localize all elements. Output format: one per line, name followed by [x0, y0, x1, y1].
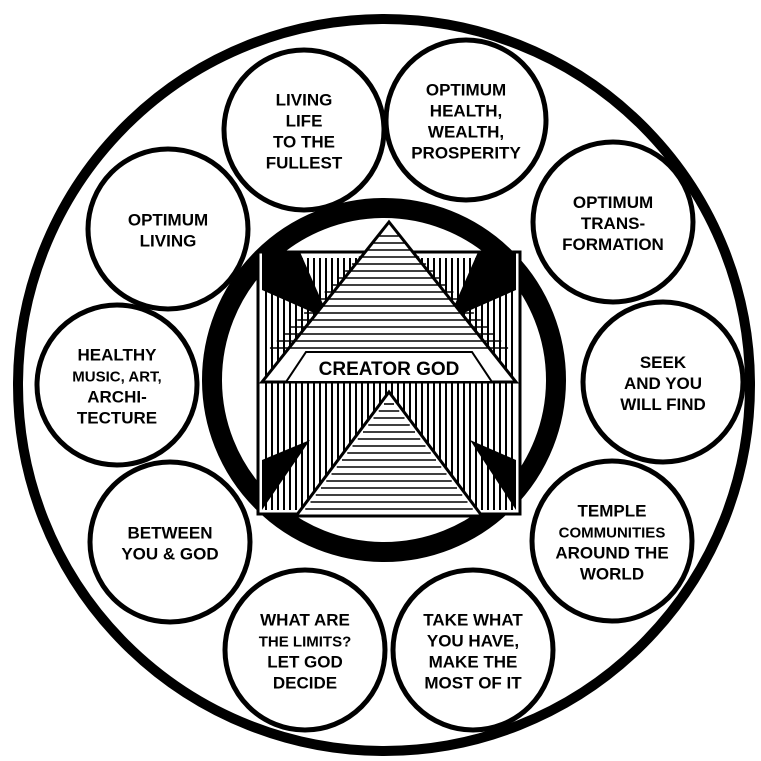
circle-text-line: MOST OF IT — [424, 674, 522, 693]
circle-living-life: LIVING LIFE TO THE FULLEST — [224, 50, 384, 210]
circle-text-line: HEALTH, — [430, 102, 502, 121]
circle-text-line: BETWEEN — [128, 524, 213, 543]
circle-take-what-you-have: TAKE WHAT YOU HAVE, MAKE THE MOST OF IT — [393, 570, 553, 730]
circle-text-line: OPTIMUM — [128, 211, 208, 230]
circle-text-line: LET GOD — [267, 653, 343, 672]
circle-text-line: OPTIMUM — [426, 81, 506, 100]
circle-optimum-transformation: OPTIMUM TRANS- FORMATION — [533, 142, 693, 302]
circle-text-line: WILL FIND — [620, 395, 706, 414]
circle-text-line: MAKE THE — [429, 653, 518, 672]
circle-text-line: LIVING — [276, 91, 333, 110]
circle-text-line: AND YOU — [624, 374, 702, 393]
circle-text-line: TO THE — [273, 133, 335, 152]
circle-text-line: TRANS- — [581, 214, 645, 233]
circle-text-line: MUSIC, ART, — [72, 369, 161, 386]
circle-text-line: AROUND THE — [555, 544, 668, 563]
circle-text-line: WEALTH, — [428, 123, 504, 142]
circle-seek-find: SEEK AND YOU WILL FIND — [583, 302, 743, 462]
circle-text-line: OPTIMUM — [573, 193, 653, 212]
circle-text-line: FORMATION — [562, 235, 664, 254]
pyramid-emblem: CREATOR GOD — [258, 222, 520, 516]
circle-text-line: YOU HAVE, — [427, 632, 519, 651]
circle-optimum-living: OPTIMUM LIVING — [88, 149, 248, 309]
circle-optimum-health: OPTIMUM HEALTH, WEALTH, PROSPERITY — [386, 40, 546, 200]
circle-healthy-arts: HEALTHY MUSIC, ART, ARCHI- TECTURE — [37, 305, 197, 465]
circle-text-line: WORLD — [580, 565, 644, 584]
circle-text-line: ARCHI- — [87, 388, 147, 407]
circle-text-line: YOU & GOD — [121, 545, 218, 564]
circle-text-line: COMMUNITIES — [559, 525, 666, 542]
circle-text-line: WHAT ARE — [260, 611, 350, 630]
circle-text-line: PROSPERITY — [411, 144, 521, 163]
circle-text-line: DECIDE — [273, 674, 337, 693]
circle-text-line: LIFE — [286, 112, 323, 131]
circle-text-line: THE LIMITS? — [259, 634, 352, 651]
circle-limits: WHAT ARE THE LIMITS? LET GOD DECIDE — [225, 570, 385, 730]
circle-temple-communities: TEMPLE COMMUNITIES AROUND THE WORLD — [532, 461, 692, 621]
circle-text-line: TECTURE — [77, 409, 157, 428]
circle-text-line: LIVING — [140, 232, 197, 251]
circle-between-you-god: BETWEEN YOU & GOD — [90, 462, 250, 622]
circle-text-line: TAKE WHAT — [423, 611, 523, 630]
circle-text-line: HEALTHY — [77, 346, 157, 365]
circle-text-line: SEEK — [640, 353, 687, 372]
center-label: CREATOR GOD — [319, 359, 460, 380]
circle-text-line: TEMPLE — [578, 502, 647, 521]
circle-text-line: FULLEST — [266, 154, 343, 173]
